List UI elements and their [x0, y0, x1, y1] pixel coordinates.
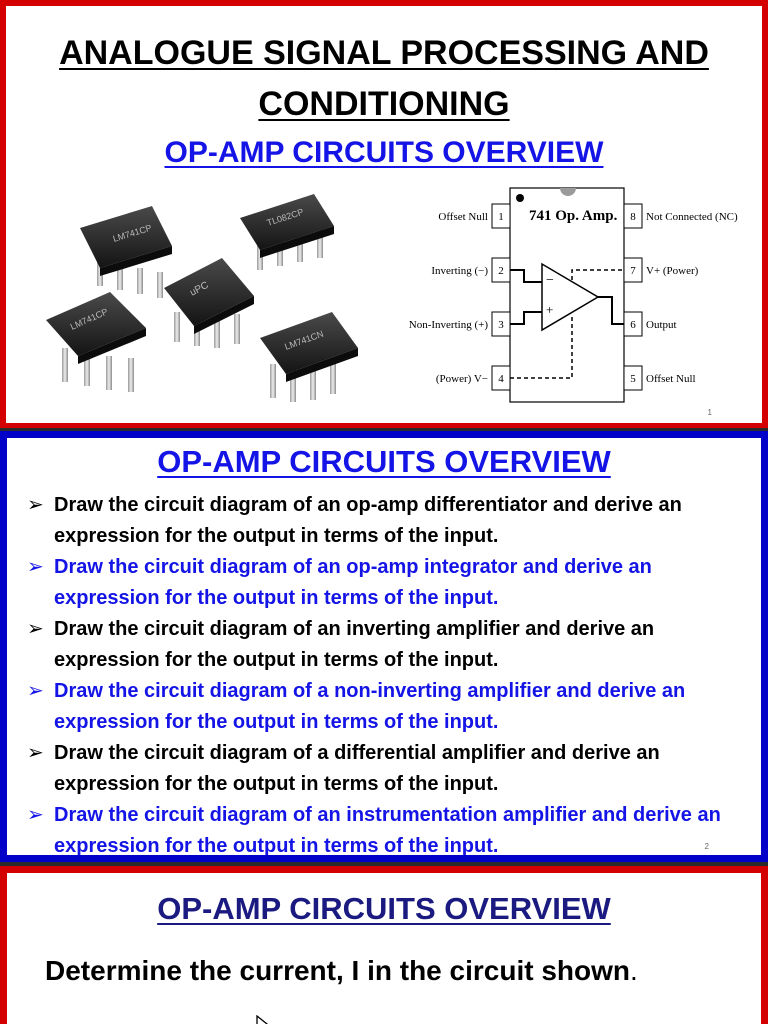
list-item-text: Draw the circuit diagram of a non-invert… — [54, 680, 686, 733]
arrow-bullet-icon: ➢ — [27, 804, 44, 826]
pin-6-number: 6 — [630, 319, 636, 331]
pin-4-number: 4 — [498, 373, 504, 385]
arrow-bullet-icon: ➢ — [27, 556, 44, 578]
question-list: ➢ Draw the circuit diagram of an op-amp d… — [27, 490, 747, 857]
ic-notch — [560, 188, 576, 196]
chip-4: LM741CP — [46, 292, 146, 392]
pin-5-number: 5 — [630, 373, 636, 385]
list-item-text: Draw the circuit diagram of an inverting… — [54, 618, 655, 671]
pin-1-dot — [516, 194, 524, 202]
inverting-sign: − — [546, 273, 554, 288]
pin-2-number: 2 — [498, 265, 504, 277]
chip-5: LM741CN — [260, 312, 358, 402]
op-amp-symbol — [541, 262, 600, 332]
chip-2: TL082CP — [240, 194, 334, 270]
arrow-bullet-icon: ➢ — [27, 680, 44, 702]
slide-subtitle: OP-AMP CIRCUITS OVERVIEW — [6, 136, 762, 170]
title-line-1: ANALOGUE SIGNAL PROCESSING AND — [59, 34, 709, 72]
slide-2: OP-AMP CIRCUITS OVERVIEW ➢ Draw the circu… — [0, 431, 768, 862]
pin-4-label: (Power) V− — [436, 373, 488, 385]
pin-1-number: 1 — [498, 211, 504, 223]
list-item: ➢ Draw the circuit diagram of an instrume… — [27, 800, 747, 857]
op-amp-chips-photo: LM741CP TL082CP uPC — [46, 194, 358, 402]
question-text: Determine the current, I in the circuit … — [45, 955, 638, 987]
subtitle-text: OP-AMP CIRCUITS OVERVIEW — [157, 444, 611, 479]
slide-number: 1 — [707, 408, 712, 417]
slide-3: OP-AMP CIRCUITS OVERVIEW Determine the c… — [0, 866, 768, 1024]
arrow-bullet-icon: ➢ — [27, 742, 44, 764]
non-inverting-sign: + — [546, 302, 553, 317]
list-item: ➢ Draw the circuit diagram of a non-inver… — [27, 676, 747, 738]
op-amp-741-pinout-diagram: 741 Op. Amp. 1 2 3 4 8 7 6 5 Offset Null… — [409, 187, 738, 403]
list-item-text: Draw the circuit diagram of a differenti… — [54, 742, 660, 795]
question-main: Determine the current, I in the circuit … — [45, 955, 630, 986]
pin-1-label: Offset Null — [438, 211, 488, 223]
subtitle-text: OP-AMP CIRCUITS OVERVIEW — [157, 891, 611, 926]
list-item: ➢ Draw the circuit diagram of an op-amp i… — [27, 552, 747, 614]
arrow-bullet-icon: ➢ — [27, 618, 44, 640]
pin-8-number: 8 — [630, 211, 636, 223]
question-period: . — [630, 955, 638, 986]
list-item: ➢ Draw the circuit diagram of a different… — [27, 738, 747, 800]
list-item-text: Draw the circuit diagram of an op-amp di… — [54, 494, 682, 547]
pin-2-label: Inverting (−) — [431, 265, 488, 277]
slide-title: ANALOGUE SIGNAL PROCESSING AND CONDITION… — [6, 28, 762, 130]
pin-3-label: Non-Inverting (+) — [409, 319, 489, 331]
chip-3: uPC — [164, 258, 254, 348]
pin-8-label: Not Connected (NC) — [646, 211, 738, 223]
title-line-2: CONDITIONING — [258, 85, 510, 123]
slide-1: ANALOGUE SIGNAL PROCESSING AND CONDITION… — [0, 0, 768, 428]
slide-subtitle: OP-AMP CIRCUITS OVERVIEW — [7, 444, 761, 480]
pin-7-label: V+ (Power) — [646, 265, 699, 277]
pin-6-label: Output — [646, 319, 677, 331]
list-item-text: Draw the circuit diagram of an instrumen… — [54, 804, 721, 857]
chip-label: 741 Op. Amp. — [529, 208, 618, 224]
pin-3-number: 3 — [498, 319, 504, 331]
list-item-text: Draw the circuit diagram of an op-amp in… — [54, 556, 652, 609]
pointer-cursor-icon — [256, 1015, 269, 1024]
list-item: ➢ Draw the circuit diagram of an op-amp d… — [27, 490, 747, 552]
slide-number: 2 — [704, 842, 709, 851]
subtitle-text: OP-AMP CIRCUITS OVERVIEW — [164, 136, 604, 169]
slide-subtitle: OP-AMP CIRCUITS OVERVIEW — [7, 891, 761, 927]
chip-1: LM741CP — [80, 206, 172, 298]
list-item: ➢ Draw the circuit diagram of an invertin… — [27, 614, 747, 676]
pin-5-label: Offset Null — [646, 373, 696, 385]
arrow-bullet-icon: ➢ — [27, 494, 44, 516]
pin-7-number: 7 — [630, 265, 636, 277]
